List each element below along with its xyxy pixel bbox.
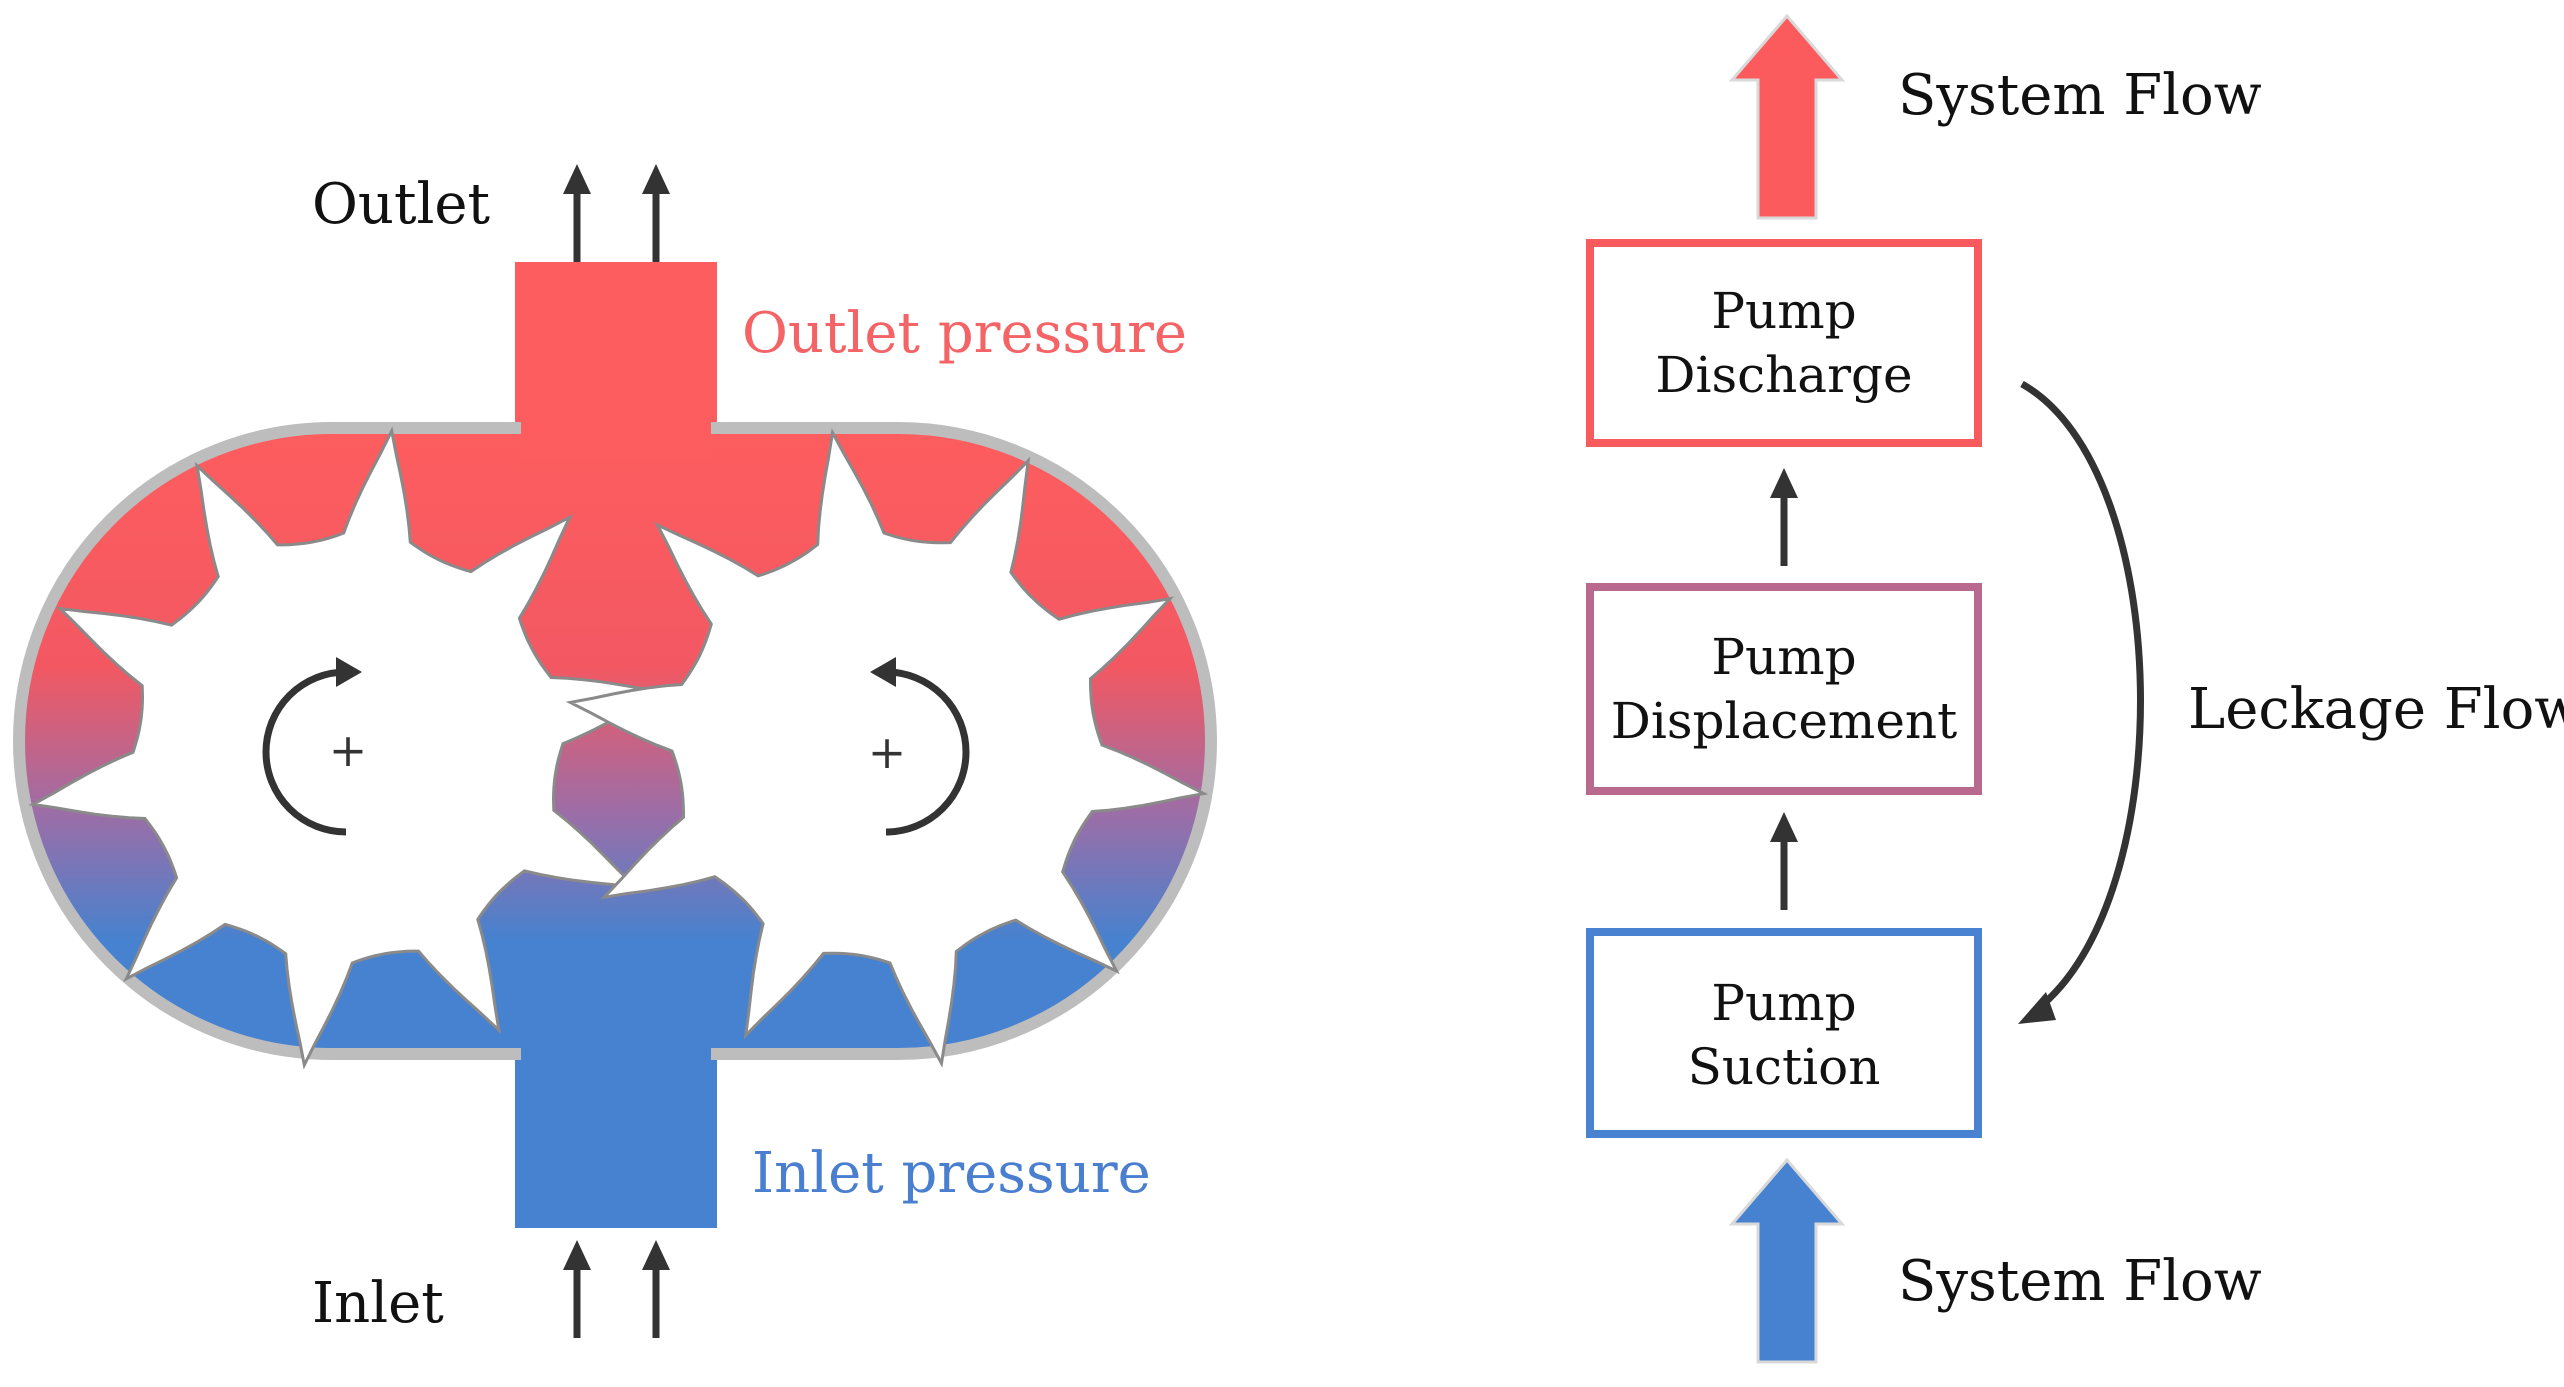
outlet-arrows	[563, 164, 670, 262]
right-gear	[565, 428, 1209, 1068]
gear-pump: + + Outlet Inlet Outlet pressure Inlet p…	[13, 164, 1217, 1338]
system-flow-out-arrow	[1728, 13, 1846, 220]
left-gear	[28, 426, 668, 1070]
leakage-flow-arrow	[2018, 380, 2144, 1024]
inlet-pressure-label: Inlet pressure	[752, 1141, 1151, 1206]
left-rotation-arrow	[262, 657, 362, 836]
inlet-label: Inlet	[312, 1271, 444, 1336]
right-gear-center: +	[868, 725, 907, 779]
pump-displacement-line1: Pump	[1711, 628, 1856, 686]
pump-suction-box: Pump Suction	[1586, 928, 1982, 1138]
system-flow-in-arrow	[1728, 1157, 1846, 1364]
pump-discharge-box: Pump Discharge	[1586, 239, 1982, 447]
suction-to-displacement-arrow	[1770, 812, 1798, 910]
outlet-port	[515, 262, 717, 442]
outlet-label: Outlet	[312, 172, 491, 237]
pump-suction-line2: Suction	[1688, 1038, 1881, 1096]
leakage-flow-label: Leckage Flow	[2188, 677, 2564, 742]
inlet-arrows	[563, 1240, 670, 1338]
pump-suction-line1: Pump	[1711, 974, 1856, 1032]
outlet-pressure-label: Outlet pressure	[742, 301, 1187, 366]
system-flow-bottom-label: System Flow	[1898, 1249, 2262, 1314]
right-rotation-arrow	[870, 657, 970, 836]
flow-diagram: System Flow System Flow Pump Discharge P…	[1586, 13, 2564, 1364]
displacement-to-discharge-arrow	[1770, 468, 1798, 566]
left-gear-center: +	[329, 723, 368, 777]
pump-displacement-box: Pump Displacement	[1586, 583, 1982, 795]
inlet-port	[515, 1040, 717, 1228]
pump-discharge-line1: Pump	[1711, 282, 1856, 340]
pump-discharge-line2: Discharge	[1655, 346, 1912, 404]
pump-displacement-line2: Displacement	[1611, 692, 1957, 750]
system-flow-top-label: System Flow	[1898, 63, 2262, 128]
